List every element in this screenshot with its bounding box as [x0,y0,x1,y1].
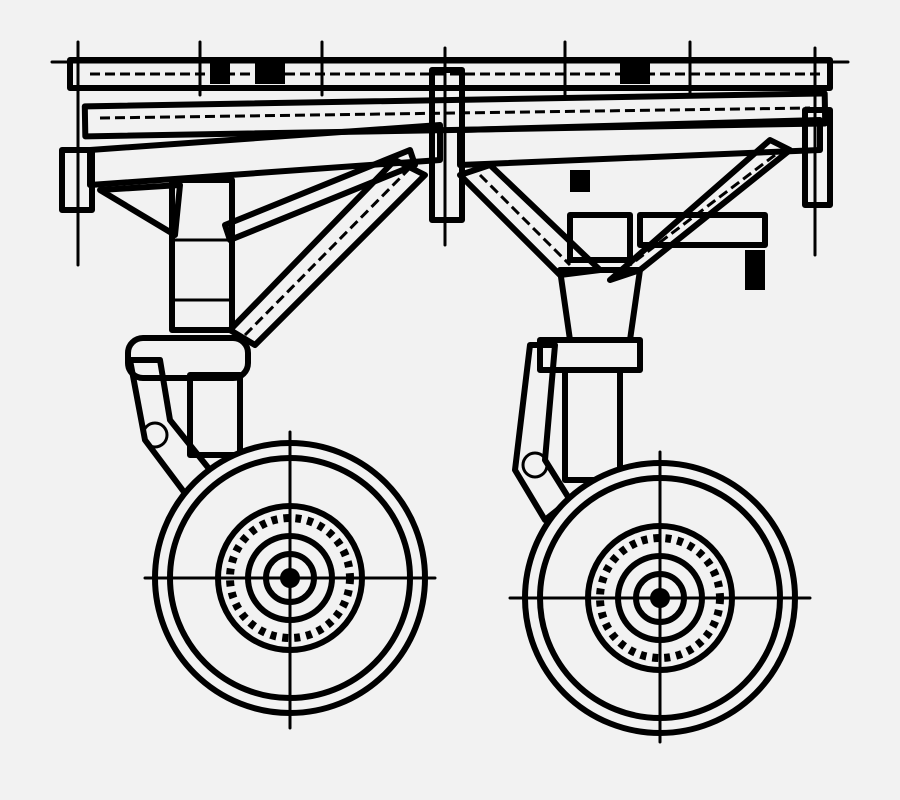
right-gear-strut [457,137,793,523]
top-frame [50,40,850,267]
right-wheel [508,450,812,744]
left-wheel [143,430,437,730]
